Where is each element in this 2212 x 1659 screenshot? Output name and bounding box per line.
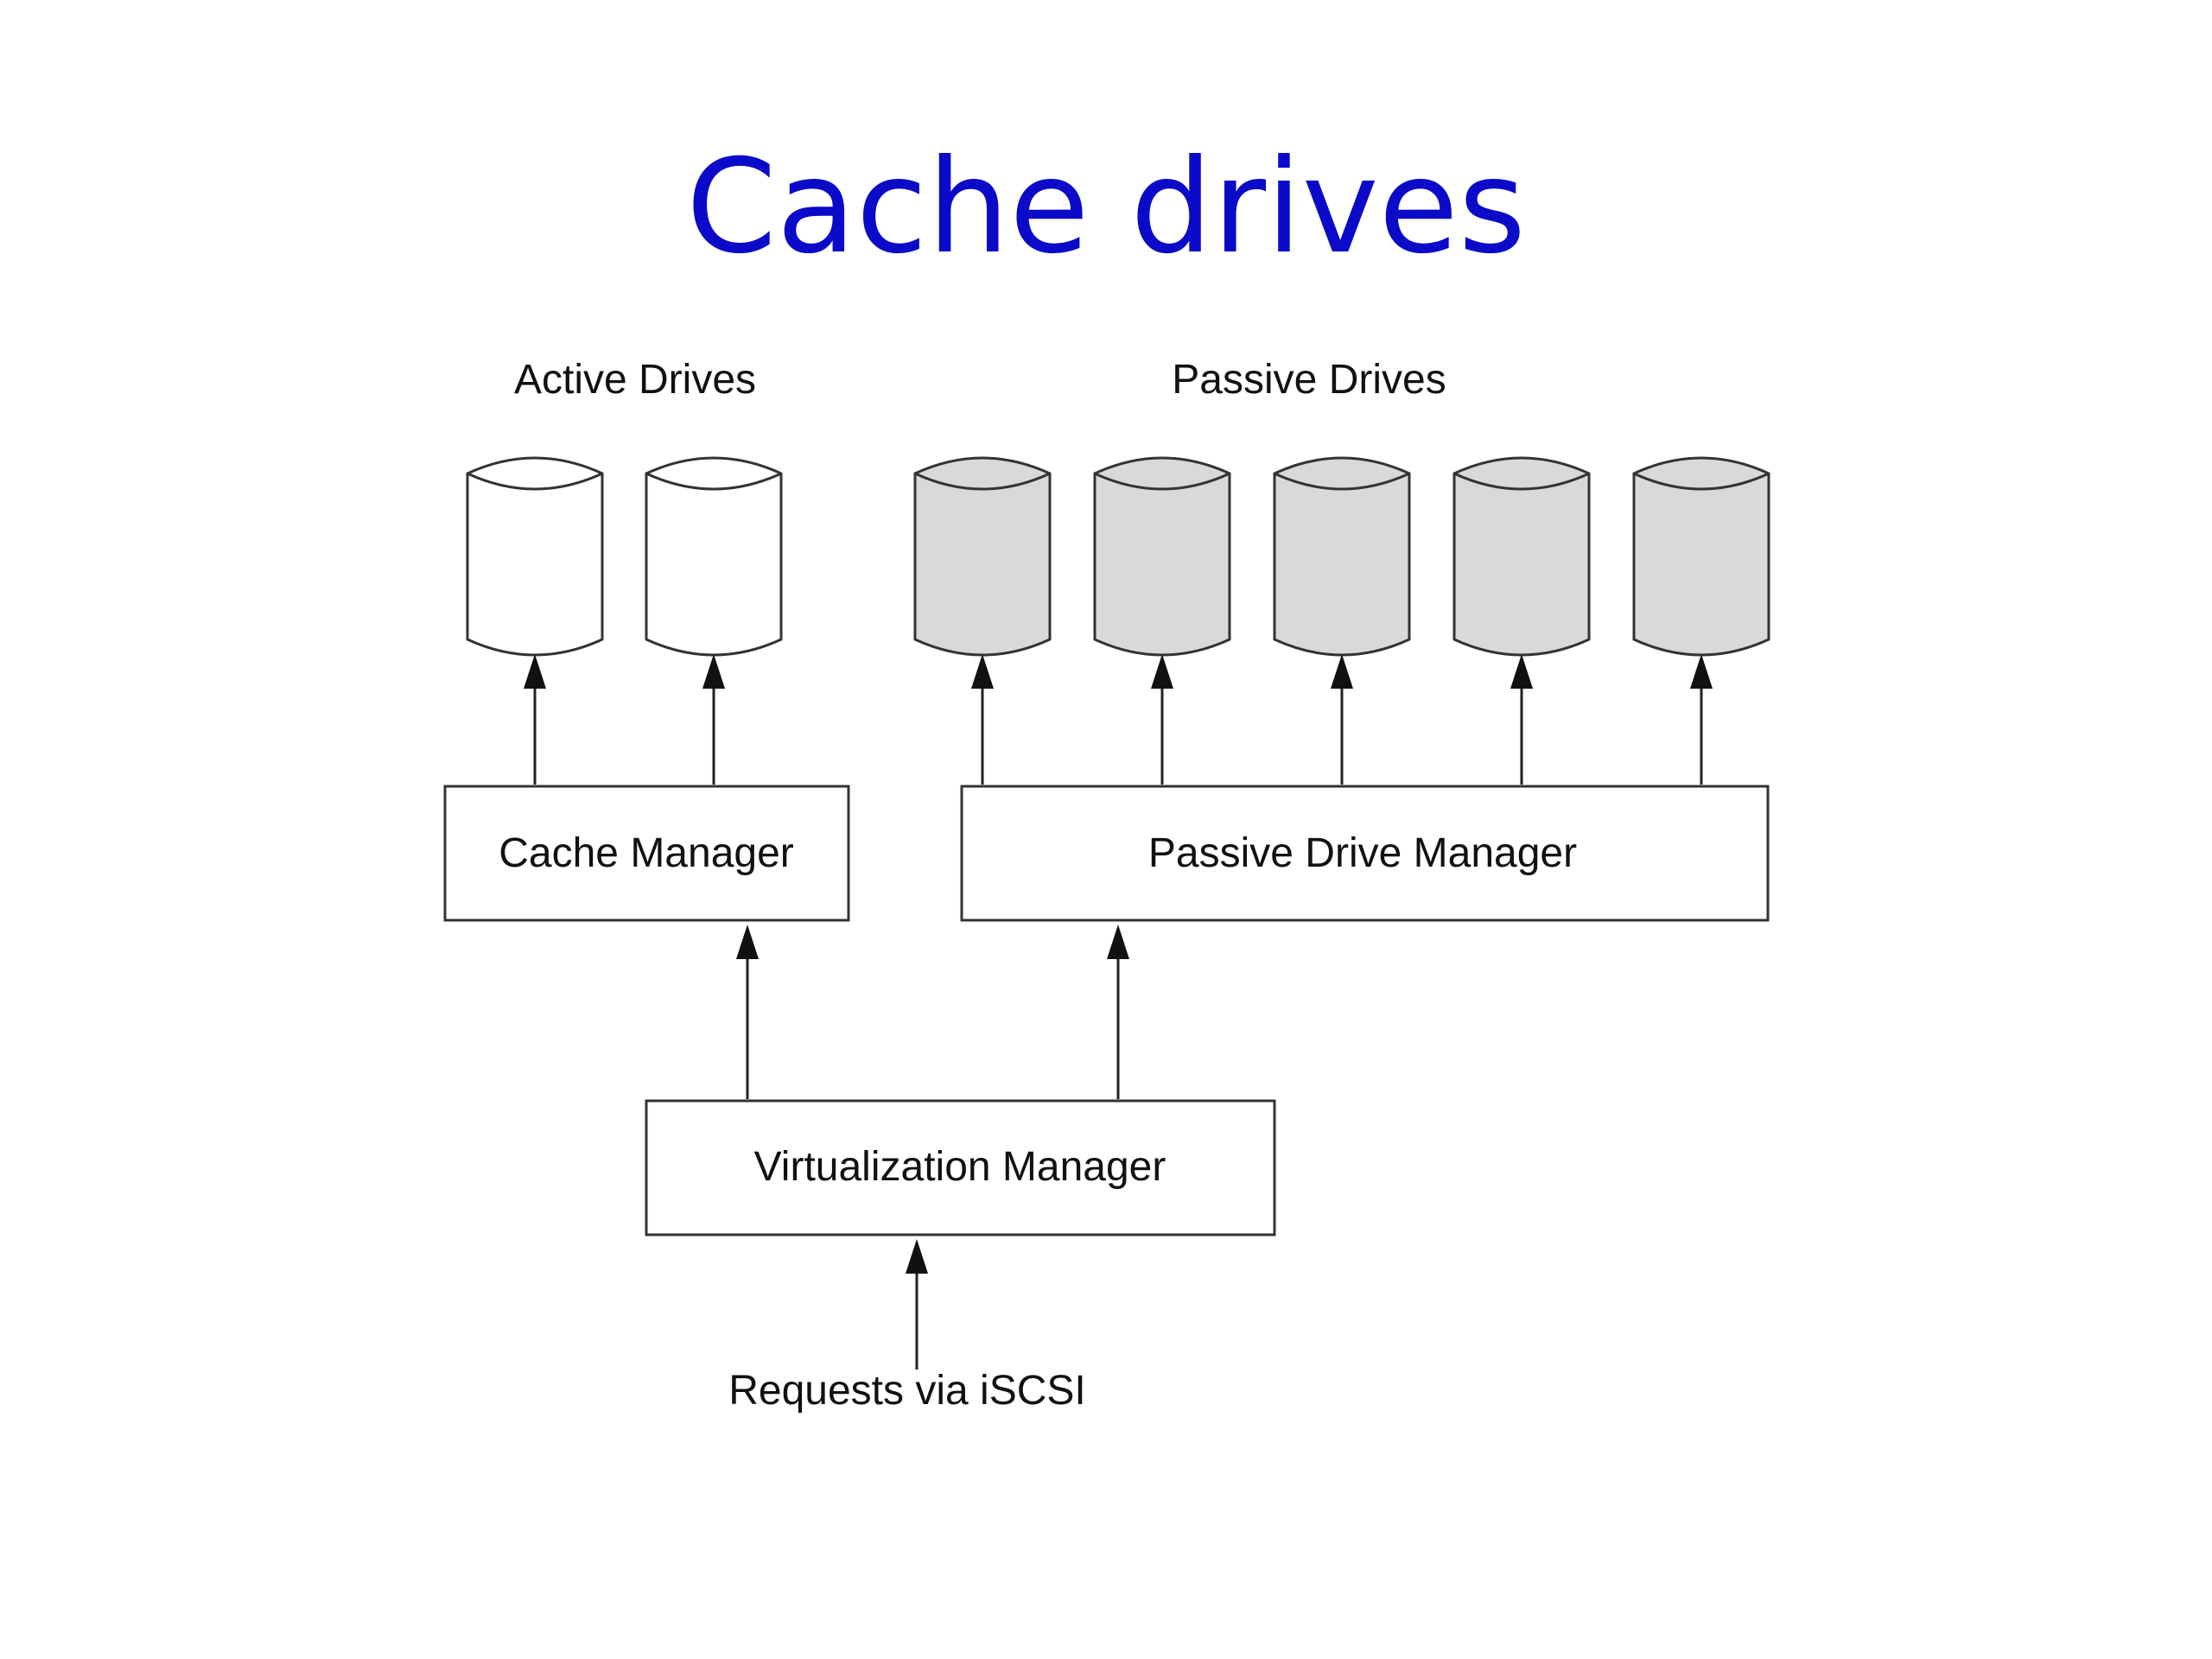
requests-via-iscsi-label: Requests via iSCSI [728, 1368, 1086, 1414]
drive-top-rim [1633, 472, 1770, 491]
arrow-passive-to-drive [971, 654, 994, 785]
passive-drive [913, 456, 1052, 657]
cache-manager-box: Cache Manager [443, 785, 850, 922]
passive-drive-manager-box: Passive Drive Manager [960, 785, 1770, 922]
arrow-passive-to-drive [1690, 654, 1713, 785]
drive-body [466, 456, 604, 657]
arrow-cache-to-drive [524, 654, 546, 785]
arrow-cache-to-drive [702, 654, 725, 785]
passive-drive [1452, 456, 1591, 657]
passive-drive [1632, 456, 1770, 657]
drive-top-rim [1453, 472, 1590, 491]
drive-body [1452, 456, 1591, 657]
drive-top-rim [1094, 472, 1230, 491]
passive-drives-label: Passive Drives [1172, 357, 1446, 403]
arrow-passive-to-drive [1151, 654, 1173, 785]
active-drives-label: Active Drives [514, 357, 756, 403]
drive-body [913, 456, 1052, 657]
active-drive [645, 456, 783, 657]
drive-top-rim [1274, 472, 1410, 491]
active-drive [466, 456, 604, 657]
arrow-virtualization-to-cache [736, 925, 759, 1099]
arrow-passive-to-drive [1510, 654, 1533, 785]
arrow-passive-to-drive [1331, 654, 1353, 785]
passive-drive-manager-label: Passive Drive Manager [1148, 830, 1577, 876]
virtualization-manager-label: Virtualization Manager [754, 1144, 1166, 1190]
arrow-requests-to-virtualization [906, 1239, 928, 1370]
cache-manager-label: Cache Manager [499, 830, 794, 876]
drive-top-rim [914, 472, 1051, 491]
passive-drive [1273, 456, 1411, 657]
virtualization-manager-box: Virtualization Manager [645, 1099, 1276, 1236]
arrow-virtualization-to-passive [1107, 925, 1129, 1099]
drive-top-rim [467, 472, 603, 491]
drive-top-rim [645, 472, 782, 491]
drive-body [645, 456, 783, 657]
drive-body [1273, 456, 1411, 657]
drive-body [1093, 456, 1231, 657]
drive-body [1632, 456, 1770, 657]
slide-title: Cache drives [686, 132, 1526, 283]
passive-drive [1093, 456, 1231, 657]
